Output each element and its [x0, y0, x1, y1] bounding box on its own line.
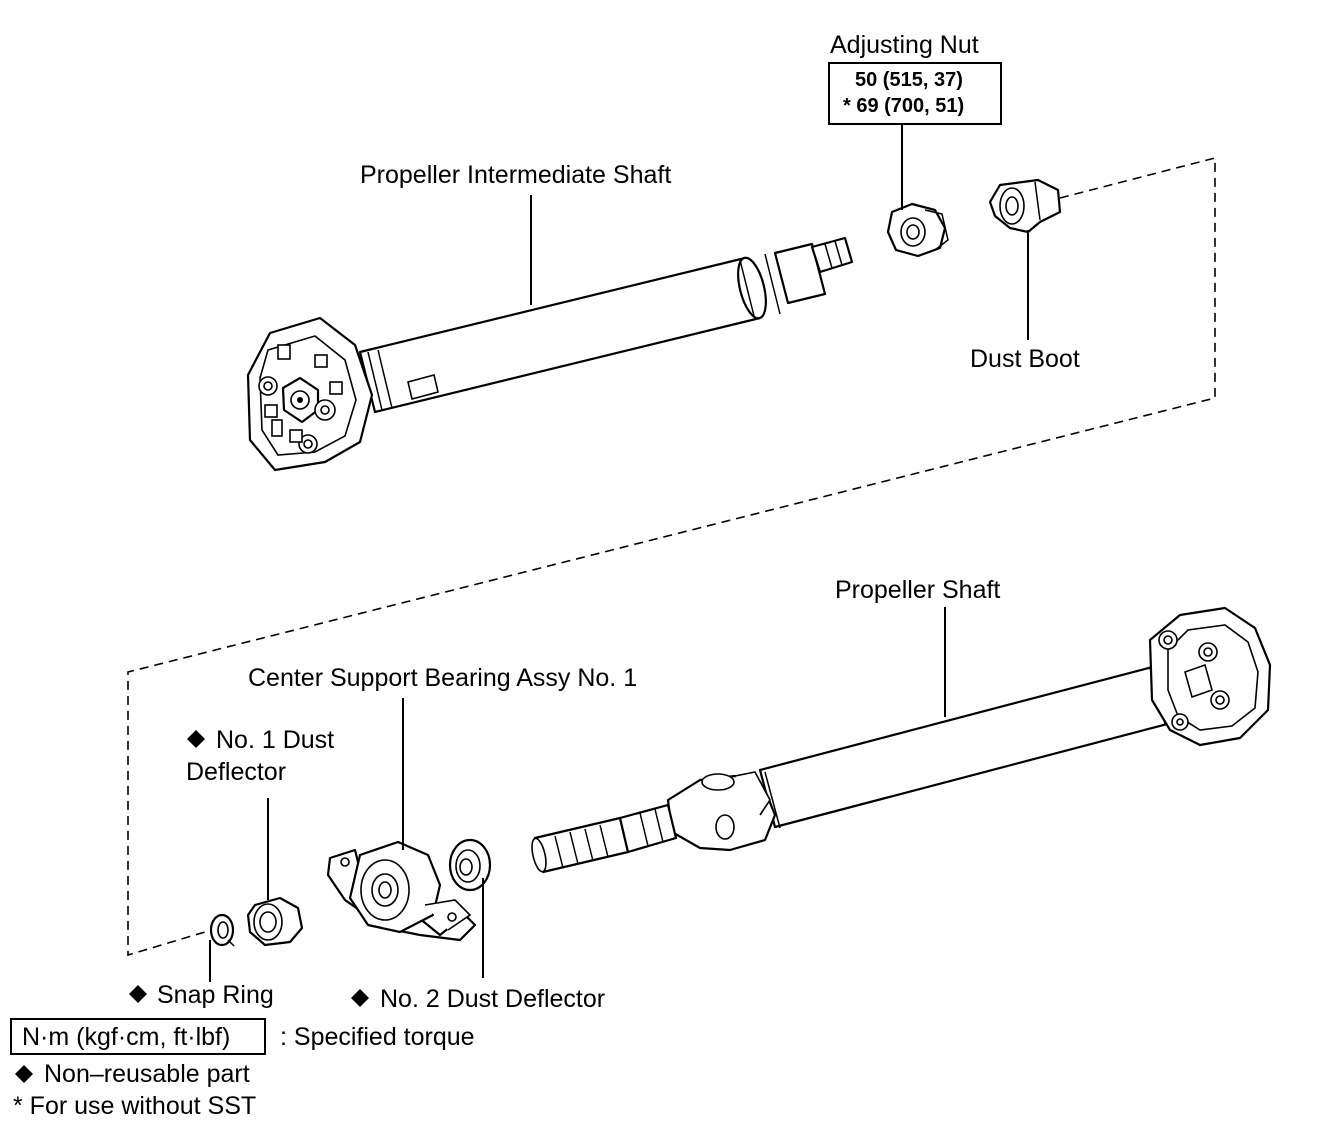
adjusting-nut-drawing: [886, 202, 949, 258]
torque-value-1: 50 (515, 37): [855, 69, 963, 91]
label-intermediate-shaft: Propeller Intermediate Shaft: [360, 161, 671, 189]
propeller-shaft-drawing: [531, 606, 1272, 874]
label-snap-ring: Snap Ring: [157, 981, 274, 1009]
legend-unit-box: [10, 1018, 266, 1055]
diamond-icon: [15, 1065, 33, 1083]
dust-deflector-1-drawing: [246, 896, 304, 947]
legend-sst-note: * For use without SST: [13, 1092, 256, 1120]
label-dust-deflector-1-line2: Deflector: [186, 758, 286, 786]
snap-ring-drawing: [209, 913, 235, 947]
label-dust-deflector-2: No. 2 Dust Deflector: [380, 985, 605, 1013]
label-dust-boot: Dust Boot: [970, 345, 1080, 373]
dust-deflector-2-drawing: [448, 838, 492, 892]
intermediate-shaft-drawing: [246, 236, 854, 472]
diamond-icon: [129, 985, 147, 1003]
center-support-bearing-drawing: [326, 840, 477, 942]
label-center-support: Center Support Bearing Assy No. 1: [248, 664, 637, 692]
diamond-icon: [187, 730, 205, 748]
legend-unit: N·m (kgf·cm, ft·lbf): [22, 1023, 230, 1051]
torque-value-2: * 69 (700, 51): [843, 95, 964, 117]
label-propeller-shaft: Propeller Shaft: [835, 576, 1000, 604]
legend-non-reusable: Non–reusable part: [44, 1060, 250, 1088]
torque-box: [828, 62, 1002, 125]
label-dust-deflector-1-line1: No. 1 Dust: [216, 726, 334, 754]
label-adjusting-nut: Adjusting Nut: [830, 31, 979, 59]
dust-boot-drawing: [988, 178, 1062, 234]
diamond-icon: [351, 989, 369, 1007]
legend-unit-meaning: : Specified torque: [280, 1023, 475, 1051]
assembly-path-line: [127, 156, 1216, 957]
